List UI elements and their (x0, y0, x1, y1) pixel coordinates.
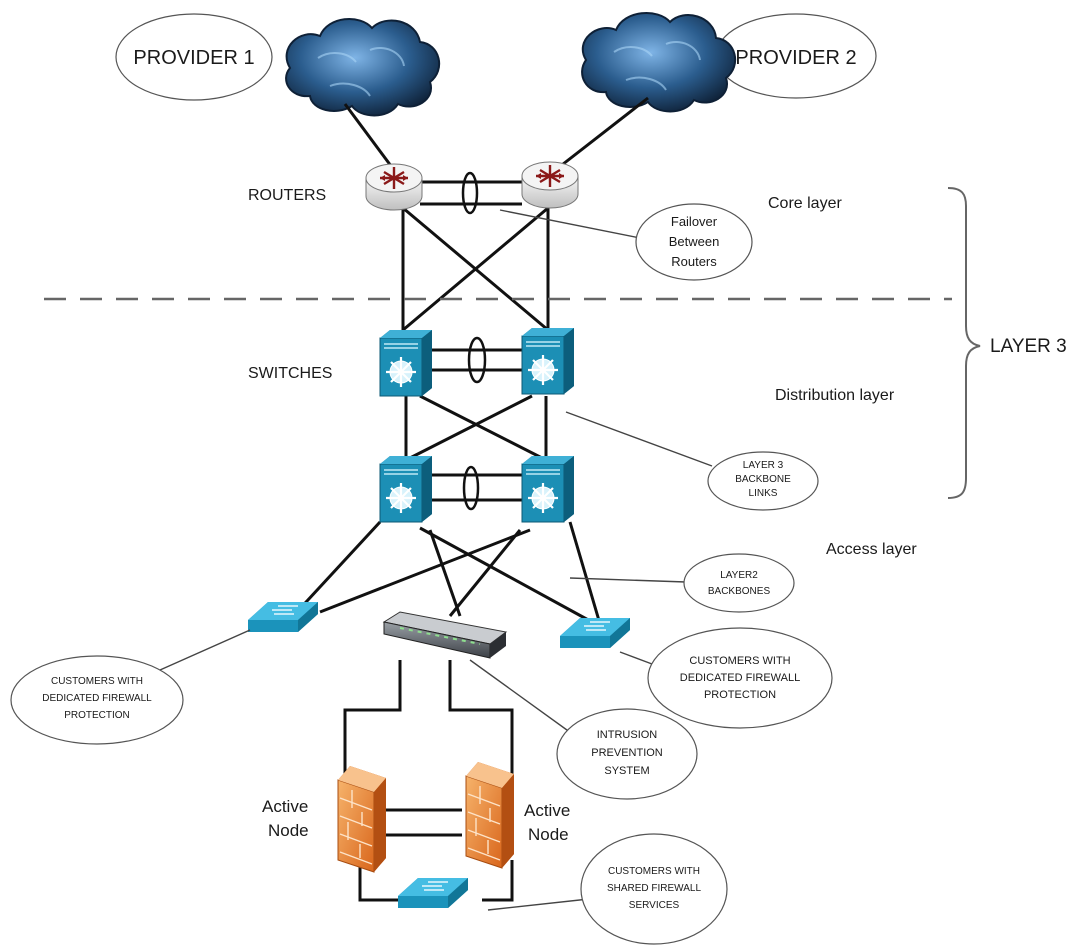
callout-customers-dedicated-right: CUSTOMERS WITH DEDICATED FIREWALL PROTEC… (647, 627, 833, 729)
svg-text:SHARED FIREWALL: SHARED FIREWALL (607, 883, 702, 894)
callout-l3-backbone: LAYER 3 BACKBONE LINKS (707, 451, 819, 511)
core-layer-label: Core layer (768, 195, 842, 212)
link-bundle-icon (462, 465, 480, 511)
svg-text:SERVICES: SERVICES (629, 900, 680, 911)
workgroup-switch-icon (247, 601, 319, 633)
callout-customers-dedicated-left: CUSTOMERS WITH DEDICATED FIREWALL PROTEC… (10, 655, 184, 745)
workgroup-switch-icon (559, 617, 631, 649)
layer3-label: LAYER 3 (990, 336, 1067, 357)
link-bundle-icon (461, 171, 479, 215)
svg-text:PREVENTION: PREVENTION (591, 747, 663, 759)
layer3-switch-icon (520, 454, 576, 524)
workgroup-switch-icon (397, 877, 469, 909)
router-icon (520, 160, 580, 210)
layer3-switch-icon (378, 328, 434, 398)
layer3-switch-icon (520, 326, 576, 396)
firewall-icon (465, 761, 515, 869)
router-icon (364, 162, 424, 212)
active-node-left-line1: Active (262, 797, 308, 816)
layer3-switch-icon (378, 454, 434, 524)
firewall-icon (337, 765, 387, 873)
callout-leaders (159, 209, 713, 911)
svg-text:Between: Between (669, 234, 720, 249)
cloud-icon (285, 17, 440, 117)
svg-text:BACKBONES: BACKBONES (708, 586, 771, 597)
svg-text:INTRUSION: INTRUSION (597, 729, 658, 741)
callout-customers-shared: CUSTOMERS WITH SHARED FIREWALL SERVICES (580, 833, 728, 945)
ips-appliance-icon (382, 611, 508, 659)
svg-text:CUSTOMERS WITH: CUSTOMERS WITH (608, 866, 700, 877)
svg-text:DEDICATED FIREWALL: DEDICATED FIREWALL (680, 672, 800, 684)
svg-text:LINKS: LINKS (749, 488, 778, 499)
active-node-left-line2: Node (268, 821, 309, 840)
svg-text:CUSTOMERS WITH: CUSTOMERS WITH (51, 676, 143, 687)
provider-2-label: PROVIDER 2 (735, 47, 856, 69)
cloud-icon (581, 11, 736, 113)
svg-text:LAYER2: LAYER2 (720, 570, 758, 581)
access-layer-label: Access layer (826, 541, 917, 558)
svg-text:SYSTEM: SYSTEM (604, 765, 649, 777)
svg-text:Routers: Routers (671, 254, 717, 269)
link-bundle-icon (467, 336, 487, 384)
svg-text:CUSTOMERS WITH: CUSTOMERS WITH (689, 655, 790, 667)
active-node-right-line2: Node (528, 825, 569, 844)
svg-text:LAYER 3: LAYER 3 (743, 460, 784, 471)
active-node-right-line1: Active (524, 801, 570, 820)
svg-text:Failover: Failover (671, 214, 718, 229)
provider-1-label: PROVIDER 1 (133, 47, 254, 69)
svg-text:PROTECTION: PROTECTION (64, 710, 130, 721)
svg-text:PROTECTION: PROTECTION (704, 689, 776, 701)
callout-failover: Failover Between Routers (635, 203, 753, 281)
network-links (293, 96, 649, 902)
callout-l2-backbone: LAYER2 BACKBONES (683, 553, 795, 613)
distribution-layer-label: Distribution layer (775, 387, 895, 404)
svg-text:DEDICATED FIREWALL: DEDICATED FIREWALL (42, 693, 152, 704)
svg-text:BACKBONE: BACKBONE (735, 474, 791, 485)
routers-label: ROUTERS (248, 187, 326, 204)
callout-ips: INTRUSION PREVENTION SYSTEM (556, 708, 698, 800)
switches-label: SWITCHES (248, 365, 332, 382)
layer3-brace (947, 187, 981, 499)
